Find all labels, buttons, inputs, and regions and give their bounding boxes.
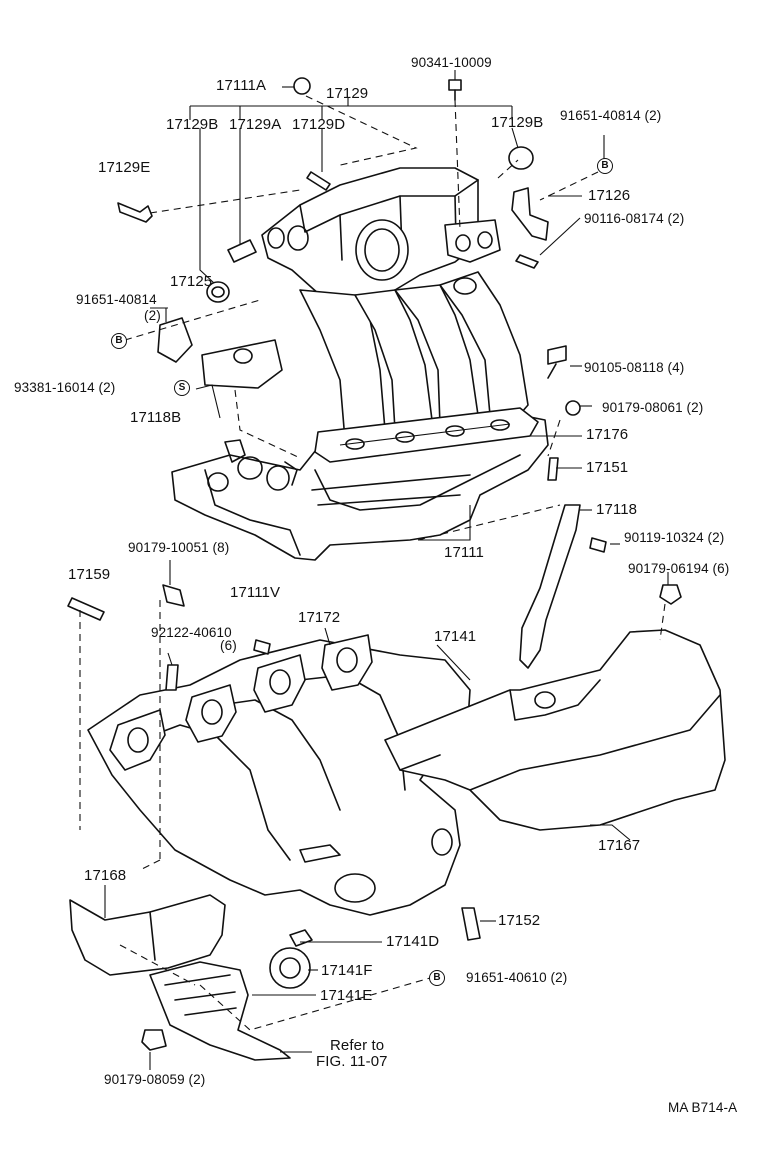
label-17152: 17152	[498, 912, 541, 929]
label-90179-06194: 90179-06194 (6)	[628, 561, 730, 576]
refer-to-text: Refer to	[330, 1037, 385, 1054]
label-90341-10009: 90341-10009	[411, 55, 492, 70]
bolt-b-symbol: B	[111, 333, 127, 349]
label-90179-08059: 90179-08059 (2)	[104, 1072, 206, 1087]
label-17111A: 17111A	[216, 77, 267, 94]
label-93381-16014: 93381-16014 (2)	[14, 380, 116, 395]
label-17111: 17111	[444, 544, 484, 561]
bolt-b-symbol: B	[429, 970, 445, 986]
label-17129: 17129	[326, 85, 369, 102]
label-17168: 17168	[84, 867, 127, 884]
label-17129B-left: 17129B	[166, 116, 219, 133]
label-90116-08174: 90116-08174 (2)	[584, 211, 685, 226]
intake-plenum-17129	[261, 167, 501, 301]
label-17118B: 17118B	[130, 409, 182, 426]
label-17141F: 17141F	[321, 962, 373, 979]
label-92122-40610-qty: (6)	[220, 638, 237, 653]
label-91651-40814-left: 91651-40814	[76, 292, 157, 307]
exhaust-gasket-17172	[109, 634, 373, 771]
label-91651-40814-left-qty: (2)	[144, 308, 161, 323]
label-90179-10051: 90179-10051 (8)	[128, 540, 230, 555]
label-90179-08061: 90179-08061 (2)	[602, 400, 704, 415]
upper-small-parts	[117, 77, 607, 669]
label-90105-08118: 90105-08118 (4)	[584, 360, 685, 375]
label-17141E: 17141E	[320, 987, 373, 1004]
label-17167: 17167	[598, 837, 641, 854]
label-91651-40610: 91651-40610 (2)	[466, 970, 568, 985]
label-17176: 17176	[586, 426, 629, 443]
label-17141D: 17141D	[386, 933, 440, 950]
intake-manifold-17111	[171, 407, 549, 561]
label-17159: 17159	[68, 566, 111, 583]
label-17129D: 17129D	[292, 116, 346, 133]
label-91651-40814-top: 91651-40814 (2)	[560, 108, 662, 123]
label-17141: 17141	[434, 628, 477, 645]
label-17125: 17125	[170, 273, 213, 290]
label-17111V: 17111V	[230, 584, 281, 601]
bolt-b-symbol: B	[597, 158, 613, 174]
seal-s-symbol: S	[174, 380, 190, 396]
label-17118: 17118	[596, 501, 638, 518]
dashed-guide-lines	[79, 95, 666, 1031]
label-92122-40610: 92122-40610	[151, 625, 232, 640]
label-90119-10324: 90119-10324 (2)	[624, 530, 725, 545]
label-17129B-right: 17129B	[491, 114, 544, 131]
label-17151: 17151	[586, 459, 629, 476]
leader-lines	[104, 70, 669, 1070]
lower-small-parts	[67, 584, 682, 1061]
label-17172: 17172	[298, 609, 341, 626]
label-17129E: 17129E	[98, 159, 151, 176]
refer-figure-text: FIG. 11-07	[316, 1053, 388, 1070]
exhaust-manifold-17141	[87, 639, 471, 916]
drawing-code: MA B714-A	[668, 1100, 738, 1115]
label-17126: 17126	[588, 187, 631, 204]
label-17129A: 17129A	[229, 116, 282, 133]
heat-insulator-17167	[384, 629, 726, 831]
